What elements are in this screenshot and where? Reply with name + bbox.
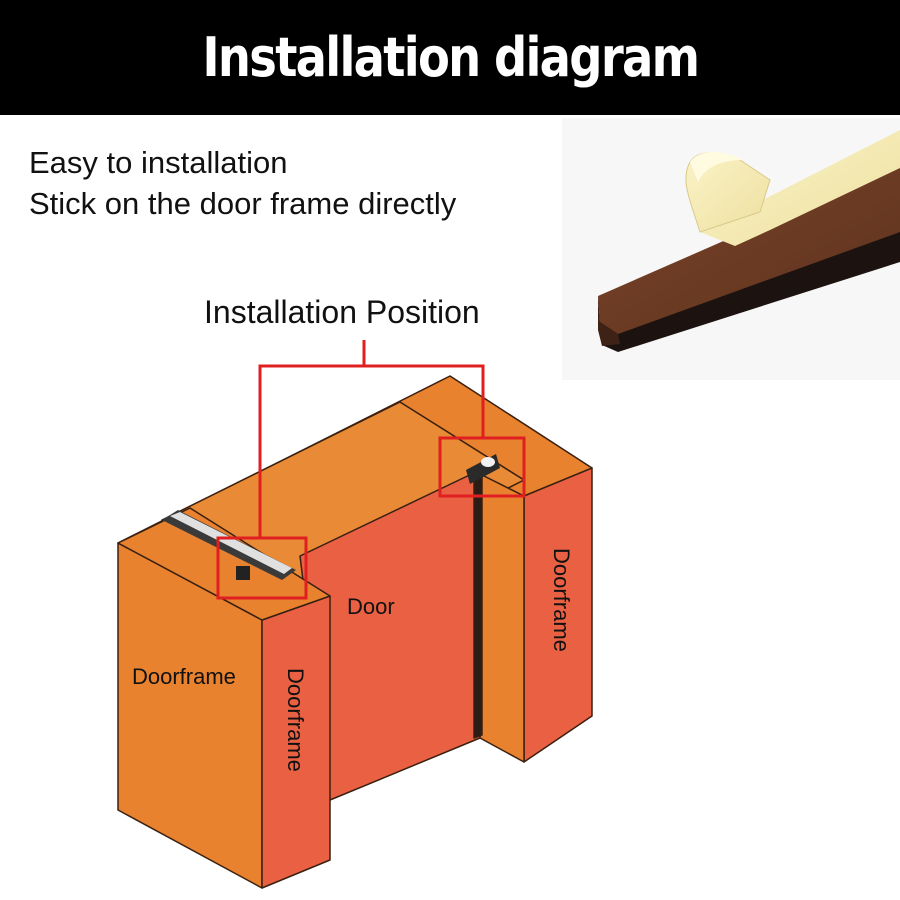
header-banner: Installation diagram bbox=[0, 0, 900, 115]
page-title: Installation diagram bbox=[202, 26, 700, 89]
intro-line-1: Easy to installation bbox=[29, 145, 288, 180]
door-edge bbox=[473, 471, 483, 739]
right-seal-highlight bbox=[481, 457, 495, 467]
left-seal-tip bbox=[236, 566, 250, 580]
installation-position-label: Installation Position bbox=[204, 294, 480, 330]
doorframe-label-right: Doorframe bbox=[549, 548, 574, 652]
doorframe-label-mid: Doorframe bbox=[283, 668, 308, 772]
seal-strips bbox=[162, 454, 500, 580]
intro-text: Easy to installation Stick on the door f… bbox=[29, 142, 456, 224]
door-label: Door bbox=[347, 594, 395, 619]
highlight-box-left bbox=[216, 536, 308, 600]
intro-line-2: Stick on the door frame directly bbox=[29, 186, 457, 221]
doorframe-label-left: Doorframe bbox=[132, 664, 236, 689]
right-jamb-front bbox=[479, 473, 525, 763]
installation-highlights bbox=[216, 340, 526, 600]
door-frame-structure bbox=[117, 375, 593, 889]
left-seal-strip-highlight bbox=[170, 512, 292, 574]
highlight-box-right bbox=[438, 436, 526, 498]
connector-line bbox=[258, 364, 485, 538]
